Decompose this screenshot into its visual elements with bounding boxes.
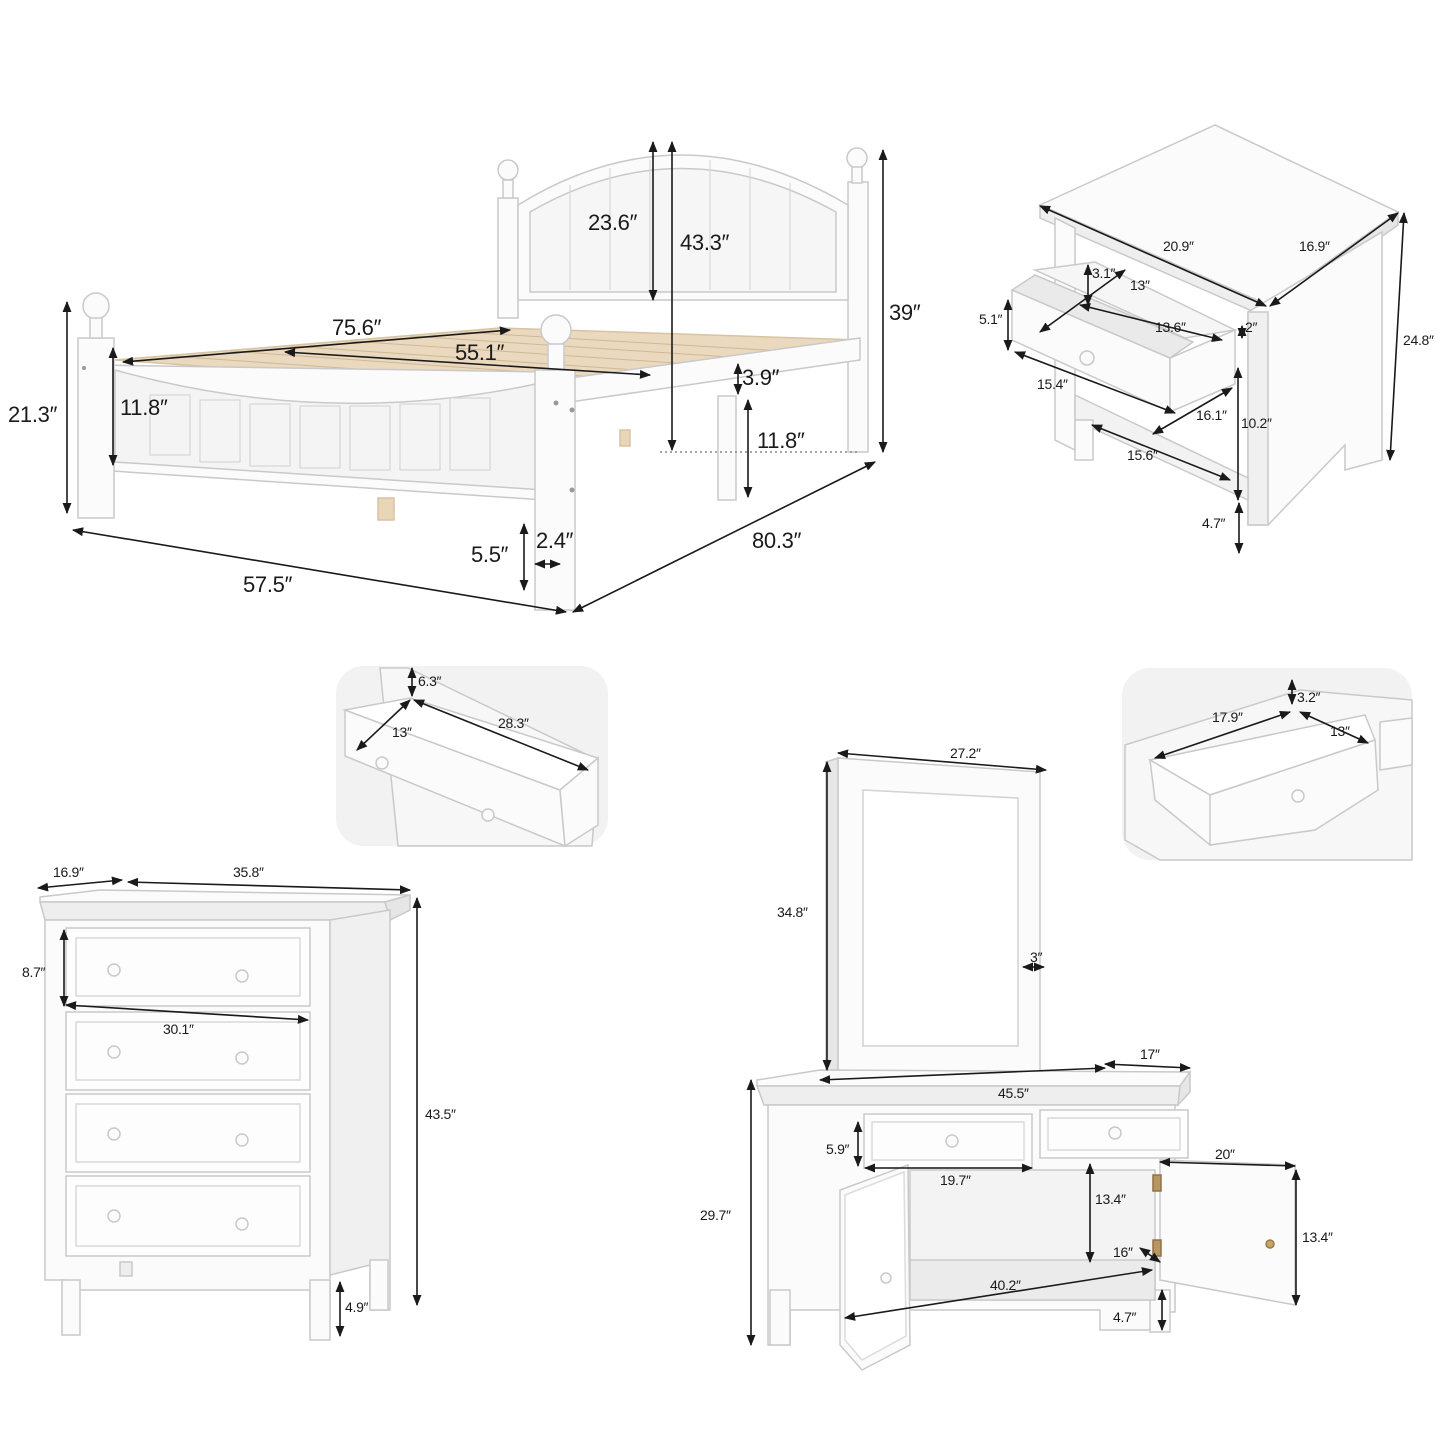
chest-drawer-width-label: 30.1″ bbox=[163, 1021, 194, 1037]
bed-footboard-panel-label: 11.8″ bbox=[120, 395, 168, 420]
mirror-width-label: 27.2″ bbox=[950, 745, 981, 761]
chest-height-label: 43.5″ bbox=[425, 1106, 456, 1122]
mirror-height-label: 34.8″ bbox=[777, 904, 808, 920]
chest-width-label: 35.8″ bbox=[233, 864, 264, 880]
dresser-door-height-label: 13.4″ bbox=[1302, 1229, 1333, 1245]
nightstand-shelf-height-label: 10.2″ bbox=[1241, 415, 1272, 431]
chest-depth-label: 16.9″ bbox=[53, 864, 84, 880]
nightstand-width-label: 20.9″ bbox=[1163, 238, 1194, 254]
chest-drawer-height-label: 8.7″ bbox=[22, 964, 46, 980]
dresser-drawer-length-label: 13″ bbox=[1330, 723, 1350, 739]
nightstand-drawer-length-label: 13″ bbox=[1130, 277, 1150, 293]
dresser-drawer-width-label: 17.9″ bbox=[1212, 709, 1243, 725]
nightstand-drawer-width-label: 15.4″ bbox=[1037, 376, 1068, 392]
bed-post-height-label: 39″ bbox=[889, 300, 921, 325]
dresser-drawer-depth-label: 3.2″ bbox=[1297, 689, 1321, 705]
mirror-frame-depth-label: 3″ bbox=[1030, 949, 1043, 965]
bed-headboard-height-label: 23.6″ bbox=[588, 210, 638, 235]
dresser-cabinet-depth-label: 16″ bbox=[1113, 1244, 1133, 1260]
dresser-depth-label: 17″ bbox=[1140, 1046, 1160, 1062]
dresser-leg-height-label: 4.7″ bbox=[1113, 1309, 1137, 1325]
bed-total-height-label: 43.3″ bbox=[680, 230, 730, 255]
bed-overall-width-label: 57.5″ bbox=[243, 572, 293, 597]
nightstand-drawer-depth-label: 3.1″ bbox=[1092, 265, 1116, 281]
dresser-cabinet-height-label: 13.4″ bbox=[1095, 1191, 1126, 1207]
nightstand-illustration bbox=[1010, 124, 1400, 526]
dresser-door-width-label: 20″ bbox=[1215, 1146, 1235, 1162]
chest-drawer-length-label: 13″ bbox=[392, 724, 412, 740]
bed-slat-width-label: 55.1″ bbox=[455, 340, 505, 365]
dresser-drawer-height-label: 5.9″ bbox=[826, 1141, 850, 1157]
dresser-drawer-inset-illustration bbox=[1122, 668, 1413, 861]
chest-drawer-width-label: 28.3″ bbox=[498, 715, 529, 731]
dresser-height-label: 29.7″ bbox=[700, 1207, 731, 1223]
dresser-illustration bbox=[755, 1069, 1296, 1371]
dresser-drawer-width-label: 19.7″ bbox=[940, 1172, 971, 1188]
nightstand-drawer-front-height-label: 5.1″ bbox=[979, 311, 1003, 327]
nightstand-shelf-width-label: 15.6″ bbox=[1127, 447, 1158, 463]
nightstand-shelf-depth-label: 16.1″ bbox=[1196, 407, 1227, 423]
bed-leg-width-label: 2.4″ bbox=[536, 528, 574, 553]
bed-illustration bbox=[77, 147, 869, 611]
nightstand-leg-height-label: 4.7″ bbox=[1202, 515, 1226, 531]
nightstand-height-label: 24.8″ bbox=[1403, 332, 1434, 348]
nightstand-drawer-inner-width-label: 13.6″ bbox=[1155, 319, 1186, 335]
bed-inner-length-label: 75.6″ bbox=[332, 315, 382, 340]
bed-overall-length-label: 80.3″ bbox=[752, 528, 802, 553]
chest-drawer-depth-label: 6.3″ bbox=[418, 673, 442, 689]
chest-leg-height-label: 4.9″ bbox=[345, 1299, 369, 1315]
bed-under-clearance-label: 11.8″ bbox=[757, 428, 805, 453]
dresser-inner-width-label: 40.2″ bbox=[990, 1277, 1021, 1293]
bed-leg-height-label: 5.5″ bbox=[471, 542, 509, 567]
dresser-width-label: 45.5″ bbox=[998, 1085, 1029, 1101]
nightstand-drawer-extension-label: 2″ bbox=[1245, 319, 1258, 335]
chest-illustration bbox=[39, 889, 411, 1341]
nightstand-depth-label: 16.9″ bbox=[1299, 238, 1330, 254]
chest-drawer-inset-illustration bbox=[336, 666, 608, 848]
mirror-illustration bbox=[825, 756, 1041, 1079]
bed-footboard-height-label: 21.3″ bbox=[8, 402, 58, 427]
bed-rail-height-label: 3.9″ bbox=[742, 365, 780, 390]
dimension-lines bbox=[36, 140, 1408, 1347]
